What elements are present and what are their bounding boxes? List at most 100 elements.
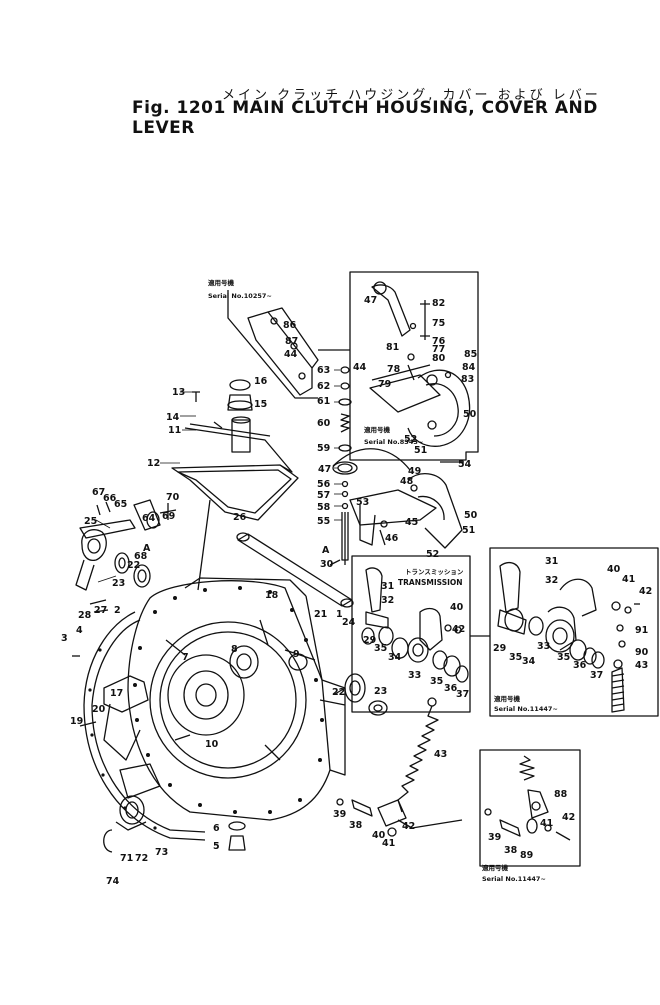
callout-58: 58 [317, 502, 331, 513]
callout-65: 65 [114, 499, 127, 510]
callout-35-b: 35 [430, 676, 443, 687]
callout-49: 49 [408, 466, 421, 477]
callout-85: 85 [464, 349, 477, 360]
callout-80: 80 [432, 353, 446, 364]
callout-20: 20 [92, 704, 106, 715]
callout-64: 64 [142, 513, 156, 524]
note-transmission: TRANSMISSION [398, 578, 463, 587]
callout-41-detail: 41 [540, 818, 553, 829]
callout-59: 59 [317, 443, 330, 454]
callout-23-right: 23 [374, 686, 387, 697]
callout-70: 70 [166, 492, 180, 503]
callout-68: 68 [134, 551, 148, 562]
callout-72: 72 [135, 853, 148, 864]
callout-86: 86 [283, 320, 297, 331]
shaft-drawing [236, 532, 354, 608]
callout-13: 13 [172, 387, 185, 398]
callout-32-mid: 32 [381, 595, 394, 606]
callout-40-right: 40 [607, 564, 621, 575]
callout-52-mid: 52 [426, 549, 439, 560]
callout-87: 87 [285, 336, 298, 347]
callout-50-top: 50 [463, 409, 477, 420]
callout-52-top: 52 [404, 434, 417, 445]
callout-41-lower: 41 [382, 838, 395, 849]
callout-1: 1 [336, 609, 343, 620]
callout-39: 39 [333, 809, 346, 820]
transmission-note: トランスミッション TRANSMISSION [398, 568, 464, 587]
callout-46: 46 [385, 533, 399, 544]
callout-88: 88 [554, 789, 568, 800]
callout-labels: 1 2 3 4 5 6 7 8 9 10 11 12 13 14 15 16 1… [61, 295, 652, 887]
leader-lines [95, 369, 342, 583]
callout-38-detail: 38 [504, 845, 518, 856]
clutch-housing-drawing [127, 499, 346, 821]
callout-51-mid: 51 [462, 525, 475, 536]
gasket-ring-drawing [83, 611, 206, 841]
callout-22-right: 22 [332, 687, 345, 698]
callout-34-right: 34 [522, 656, 536, 667]
callout-37-right: 37 [590, 670, 603, 681]
callout-27: 27 [94, 605, 107, 616]
callout-84: 84 [462, 362, 476, 373]
callout-42-lower: 42 [402, 821, 415, 832]
return-spring-drawing [397, 697, 439, 813]
callout-61: 61 [317, 396, 330, 407]
callout-36-right: 36 [573, 660, 587, 671]
callout-44-box: 44 [353, 362, 367, 373]
note-transmission-jp: トランスミッション [405, 568, 464, 576]
callout-62: 62 [317, 381, 330, 392]
callout-40-mid: 40 [450, 602, 464, 613]
callout-30: 30 [320, 559, 334, 570]
callout-71: 71 [120, 853, 133, 864]
callout-7: 7 [182, 652, 189, 663]
callout-50-mid: 50 [464, 510, 478, 521]
callout-63: 63 [317, 365, 330, 376]
callout-31-right: 31 [545, 556, 558, 567]
callout-19: 19 [70, 716, 83, 727]
callout-8: 8 [231, 644, 238, 655]
callout-10: 10 [205, 739, 219, 750]
callout-11: 11 [168, 425, 181, 436]
callout-15: 15 [254, 399, 267, 410]
callout-17: 17 [110, 688, 123, 699]
note-serial-mid: Serial No.8343~ [364, 438, 423, 446]
callout-47-mid: 47 [318, 464, 331, 475]
callout-29-mid: 29 [363, 635, 376, 646]
callout-83: 83 [461, 374, 474, 385]
callout-25: 25 [84, 516, 97, 527]
callout-36-mid: 36 [444, 683, 458, 694]
callout-26: 26 [233, 512, 247, 523]
callout-35-a: 35 [374, 643, 387, 654]
lower-linkage-drawing [336, 798, 463, 837]
callout-35-c: 35 [509, 652, 522, 663]
figure-title-japanese: メイン クラッチ ハウジング, カバー および レバー [222, 88, 601, 103]
callout-82: 82 [432, 298, 445, 309]
callout-73: 73 [155, 847, 168, 858]
note-applicable-jp-bottom: 適用号機 [482, 863, 509, 872]
callout-90: 90 [635, 647, 649, 658]
callout-32-right: 32 [545, 575, 558, 586]
callout-78: 78 [387, 364, 401, 375]
callout-57: 57 [317, 490, 330, 501]
callout-60: 60 [317, 418, 331, 429]
callout-18: 18 [265, 590, 279, 601]
callout-40-lower: 40 [372, 830, 386, 841]
callout-81: 81 [386, 342, 399, 353]
brake-lever-drawing [369, 281, 471, 447]
serial-note-top: 適用号機 Serial No.10257~ [208, 278, 272, 300]
callout-48: 48 [400, 476, 414, 487]
callout-16: 16 [254, 376, 268, 387]
callout-53: 53 [356, 497, 369, 508]
transmission-detail-frame [351, 555, 490, 713]
callout-43-right: 43 [635, 660, 648, 671]
callout-29-right: 29 [493, 643, 506, 654]
breather-drawing [192, 379, 253, 453]
callout-91: 91 [635, 625, 648, 636]
callout-42-mid: 42 [452, 624, 465, 635]
right-detail-frame [489, 547, 659, 717]
callout-33-right: 33 [537, 641, 550, 652]
callout-31-mid: 31 [381, 581, 394, 592]
callout-34-mid: 34 [388, 652, 402, 663]
callout-66: 66 [103, 493, 117, 504]
callout-6: 6 [213, 823, 220, 834]
